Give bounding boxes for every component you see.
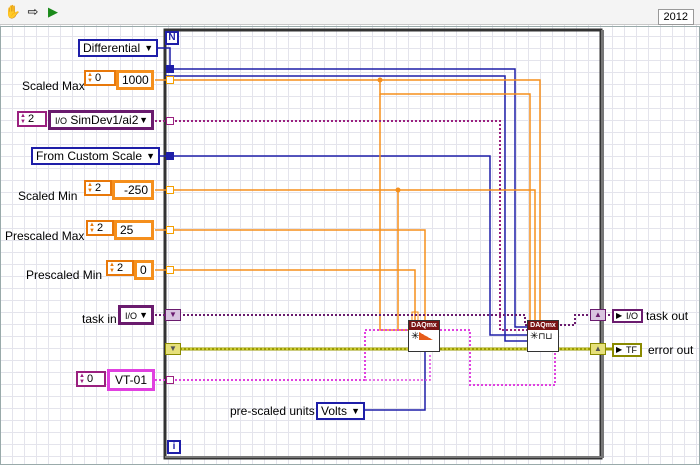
hand-icon[interactable]: ✋: [4, 4, 22, 19]
scaled-max-index[interactable]: ▲▼0: [84, 70, 116, 86]
shift-register-error-right: ▲: [590, 343, 606, 355]
shift-register-task-left: ▼: [165, 309, 181, 321]
task-in-control[interactable]: I/O▼: [118, 305, 154, 325]
task-in-label: task in: [82, 312, 117, 326]
loop-iteration-terminal[interactable]: i: [167, 440, 181, 454]
daqmx-create-channel-vi[interactable]: DAQmx ✳⊓⊔: [527, 320, 559, 352]
wire-prescaled-max: [155, 229, 426, 322]
chevron-down-icon: ▼: [146, 151, 156, 161]
scale-name-value[interactable]: VT-01: [107, 369, 155, 391]
chevron-down-icon: ▼: [144, 43, 154, 53]
wire-scaled-max: [155, 79, 541, 322]
daqmx-create-scale-vi[interactable]: DAQmx ✳: [408, 320, 440, 352]
error-out-indicator: ▶TF: [612, 343, 642, 357]
tunnel-terminal-config: [166, 65, 174, 73]
physical-channel-control[interactable]: I/O SimDev1/ai2▼: [48, 110, 154, 130]
year-tab[interactable]: 2012: [657, 9, 694, 25]
tunnel-prescaled-max: [166, 226, 174, 234]
scaled-min-value[interactable]: -250: [112, 180, 154, 200]
tunnel-physical-channel: [166, 117, 174, 125]
chevron-down-icon: ▼: [139, 310, 148, 320]
scale-name-index[interactable]: ▲▼0: [76, 371, 106, 387]
prescaled-max-index[interactable]: ▲▼2: [86, 220, 114, 236]
error-out-label: error out: [648, 343, 694, 357]
chevron-down-icon: ▼: [351, 406, 361, 416]
scaled-min-label: Scaled Min: [18, 189, 78, 203]
tunnel-units: [166, 152, 174, 160]
chevron-down-icon: ▼: [139, 115, 148, 125]
tunnel-prescaled-min: [166, 266, 174, 274]
scaled-max-label: Scaled Max: [22, 79, 85, 93]
units-enum[interactable]: From Custom Scale▼: [31, 147, 161, 165]
scaled-min-index[interactable]: ▲▼2: [84, 180, 112, 196]
prescaled-max-value[interactable]: 25: [114, 220, 154, 240]
wire-physical-channel: [155, 120, 530, 331]
prescaled-units-enum[interactable]: Volts▼: [316, 402, 366, 420]
run-icon[interactable]: ▶: [48, 4, 58, 19]
wire-task: [155, 314, 530, 326]
arrow-icon[interactable]: ⇨: [27, 4, 39, 19]
terminal-config-enum[interactable]: Differential▼: [78, 39, 159, 57]
wire-terminal-config: [150, 47, 530, 328]
wire-prescaled-min: [155, 269, 416, 322]
tunnel-scaled-max: [166, 76, 174, 84]
scale-icon: ✳: [411, 331, 434, 342]
toolbar: ✋ ⇨ ▶ 2012: [0, 0, 700, 25]
wire-units: [155, 155, 530, 336]
shift-register-error-left: ▼: [165, 343, 181, 355]
wire-scale-name: [155, 329, 410, 381]
physical-channel-index[interactable]: ▲▼2: [17, 111, 47, 127]
tunnel-scaled-min: [166, 186, 174, 194]
wire-prescaled-units: [360, 352, 426, 411]
prescaled-units-label: pre-scaled units: [230, 404, 315, 418]
channel-icon: ✳⊓⊔: [530, 331, 553, 342]
loop-count-terminal[interactable]: N: [165, 31, 179, 45]
prescaled-min-value[interactable]: 0: [134, 260, 154, 280]
shift-register-task-right: ▲: [590, 309, 606, 321]
tunnel-scale-name: [166, 376, 174, 384]
task-out-label: task out: [646, 309, 689, 323]
prescaled-max-label: Prescaled Max: [5, 229, 85, 243]
task-out-indicator: ▶I/O: [612, 309, 644, 323]
scaled-max-value[interactable]: 1000: [116, 70, 154, 90]
wire-scaled-min: [155, 189, 536, 322]
prescaled-min-label: Prescaled Min: [26, 268, 103, 282]
prescaled-min-index[interactable]: ▲▼2: [106, 260, 134, 276]
